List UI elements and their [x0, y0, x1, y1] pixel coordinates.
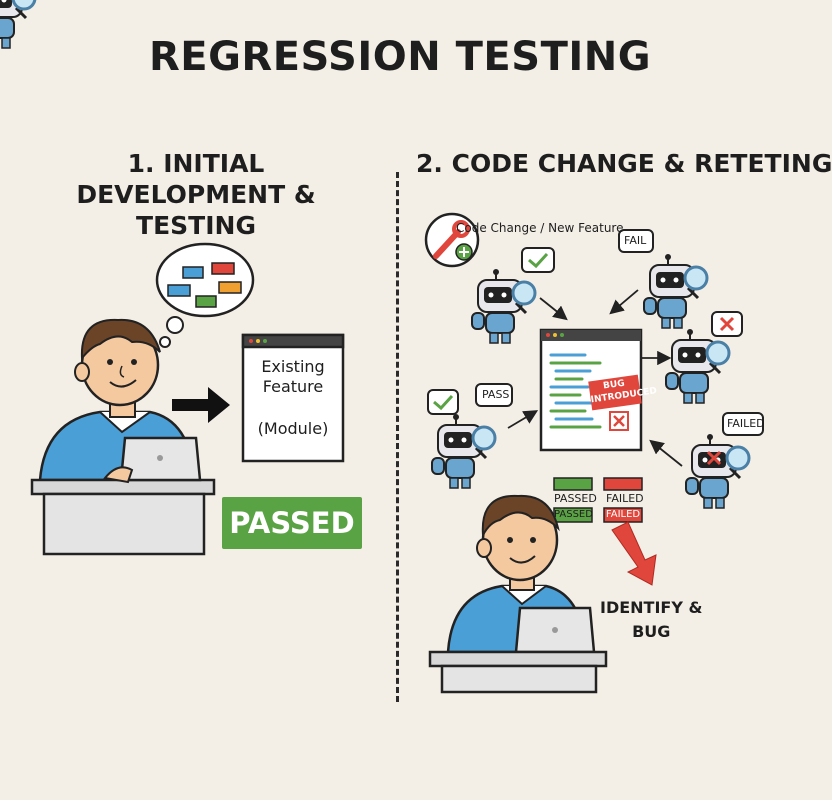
fail-bubble-text: FAIL [624, 234, 647, 247]
existing-feature-window [241, 333, 345, 463]
desk-2 [428, 650, 608, 694]
code-change-label: Code Change / New Feature [456, 221, 624, 235]
panel-divider [396, 172, 399, 702]
check-bubble-top [521, 247, 555, 273]
robot-pass-top [470, 267, 537, 345]
failed-tag-box [603, 507, 643, 523]
failed-bubble-text: FAILED [727, 417, 765, 430]
laptop-2 [514, 606, 596, 654]
desk-1 [30, 478, 216, 556]
panel2-heading: 2. CODE CHANGE & RETETING [416, 149, 832, 178]
illustration [0, 0, 764, 694]
robot-fail-top [642, 252, 709, 330]
passed-color-box [553, 477, 593, 491]
failed-status-tag: FAILED [605, 509, 641, 520]
passed-badge: PASSED [222, 497, 362, 549]
passed-status-label: PASSED [554, 492, 597, 505]
passed-status-tag: PASSED [554, 509, 593, 520]
thought-bubble [155, 242, 255, 348]
robot-x-right [664, 327, 731, 405]
robot-failed-right [684, 432, 751, 510]
fail-bubble [618, 229, 654, 253]
window-title-line1: Existing [261, 357, 325, 376]
window-title-line2: Feature [262, 377, 324, 396]
wrench-plus-icon [424, 212, 480, 268]
failed-status-label: FAILED [606, 492, 644, 505]
identify-line1: IDENTIFY & [600, 598, 703, 617]
panel1-heading: 1. INITIAL DEVELOPMENT & TESTING [76, 149, 316, 240]
check-bubble-left [427, 389, 459, 415]
failed-bubble [722, 412, 764, 436]
identify-bug-label: IDENTIFY & BUG [600, 596, 702, 644]
right-arrow [172, 387, 230, 423]
laptop-1 [103, 436, 202, 484]
failed-color-box [603, 477, 643, 491]
pass-bubble-text: PASS [482, 388, 510, 401]
x-bubble-right [711, 311, 743, 337]
flow-arrows [507, 289, 683, 467]
robot-pass-left [430, 412, 497, 490]
developer-1 [38, 318, 197, 482]
robot-template [0, 0, 37, 49]
identify-line2: BUG [632, 622, 671, 641]
red-down-arrow [611, 521, 657, 586]
window-module-label: (Module) [257, 419, 329, 438]
pass-bubble [475, 383, 513, 407]
x-mark-robot [706, 450, 722, 466]
diagram-title: REGRESSION TESTING [148, 34, 652, 80]
